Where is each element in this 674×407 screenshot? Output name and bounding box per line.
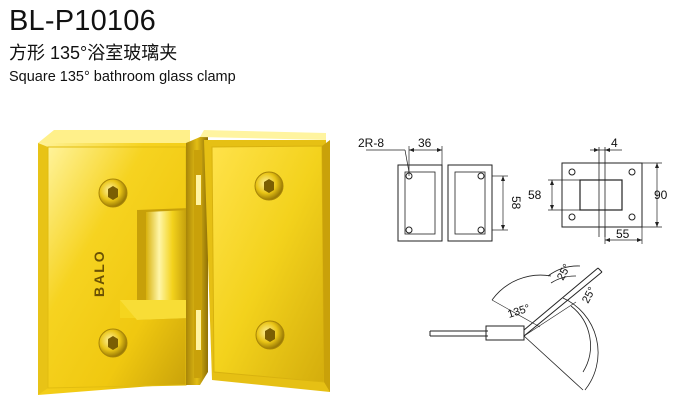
side-small-height-label: 58 (528, 188, 542, 202)
hole-distance-label: 36 (418, 136, 432, 150)
angle-view-drawing (429, 265, 603, 391)
left-clamp-plate (38, 130, 190, 395)
hole-radius-label: 2R-8 (358, 136, 384, 150)
right-clamp-plate (200, 130, 330, 392)
gap-label: 4 (611, 136, 618, 150)
side-view-drawing (548, 147, 662, 244)
screw-bottom-left-icon (98, 328, 128, 358)
product-title-chinese: 方形 135°浴室玻璃夹 (9, 43, 178, 63)
side-large-height-label: 90 (654, 188, 668, 202)
hinge-spine (186, 137, 208, 385)
screw-top-left-icon (98, 178, 128, 208)
screw-top-right-icon (254, 171, 284, 201)
main-angle-label: 135° (506, 302, 531, 320)
brand-logo: BALO (91, 249, 107, 297)
front-height-label: 58 (509, 196, 523, 210)
side-width-label: 55 (616, 227, 630, 241)
front-view-drawing (366, 146, 508, 242)
product-title-english: Square 135° bathroom glass clamp (9, 69, 236, 85)
screw-bottom-right-icon (255, 320, 285, 350)
model-code: BL-P10106 (9, 5, 156, 37)
